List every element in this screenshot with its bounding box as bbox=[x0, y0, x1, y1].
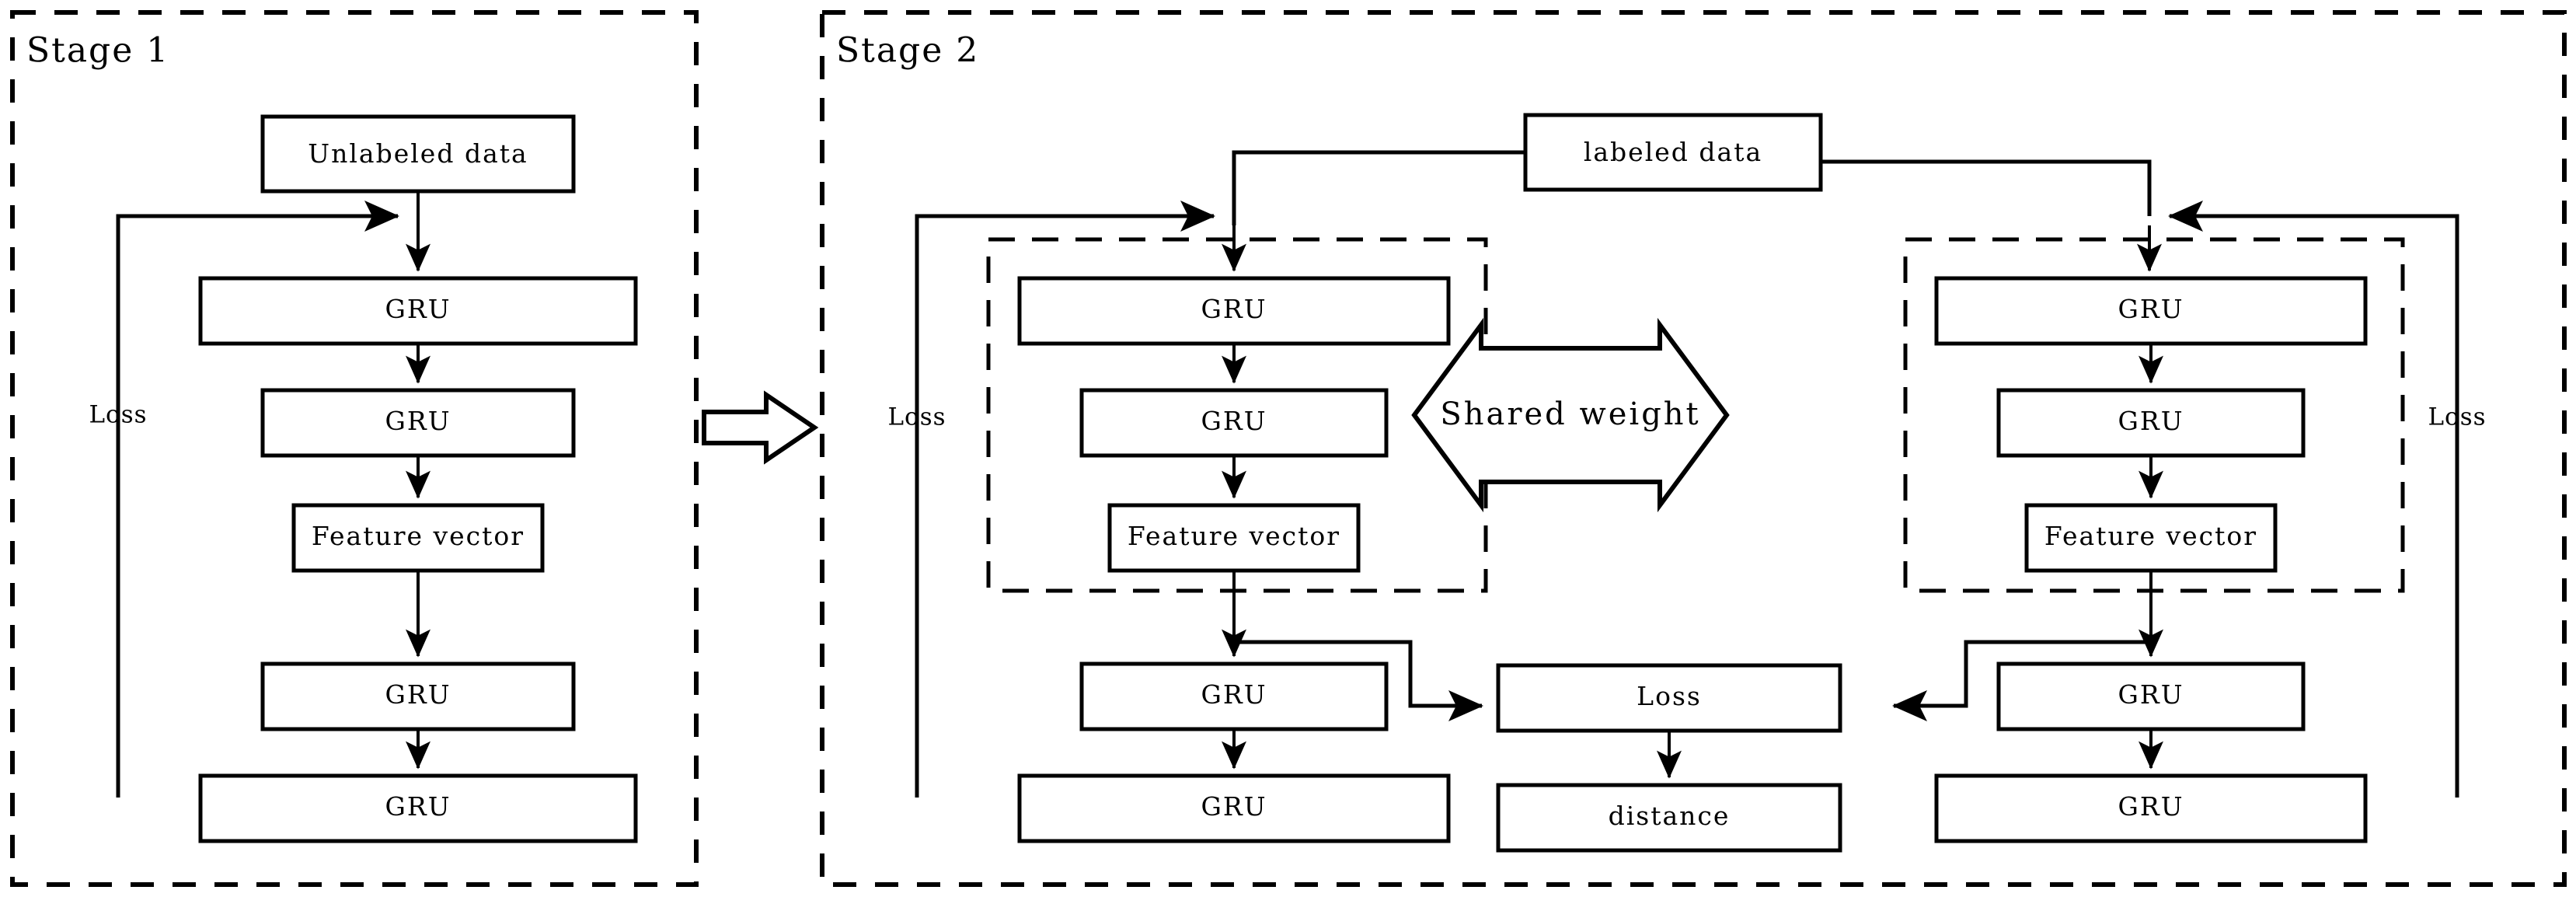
node-stage2-right-gru-3-label: GRU bbox=[2118, 679, 2184, 710]
stage-2-loss-label-left: Loss bbox=[887, 403, 946, 431]
node-stage2-right-gru-4-label: GRU bbox=[2118, 791, 2184, 822]
node-center-loss-label: Loss bbox=[1637, 681, 1702, 711]
node-stage1-feature-vector-label: Feature vector bbox=[312, 521, 525, 551]
node-stage2-left-gru-2[interactable] bbox=[1079, 388, 1389, 458]
node-stage1-gru-4-label: GRU bbox=[385, 791, 451, 822]
node-stage1-gru-1-label: GRU bbox=[385, 294, 451, 324]
node-stage2-right-gru-1[interactable] bbox=[1934, 276, 2368, 346]
node-unlabeled-data-label: Unlabeled data bbox=[308, 138, 528, 169]
node-stage2-right-gru-1-label: GRU bbox=[2118, 294, 2184, 324]
node-stage2-left-gru-3-label: GRU bbox=[1201, 679, 1267, 710]
edge-stage2-right-loss-feedback bbox=[2168, 201, 2459, 798]
node-stage1-gru-3[interactable] bbox=[260, 661, 576, 731]
node-stage2-left-gru-4-label: GRU bbox=[1201, 791, 1267, 822]
edge-labeled-data-to-left-branch bbox=[1232, 150, 1525, 225]
node-stage2-left-gru-1-label: GRU bbox=[1201, 294, 1267, 324]
node-center-distance-label: distance bbox=[1609, 801, 1731, 831]
node-stage2-right-gru-3[interactable] bbox=[1996, 661, 2306, 731]
node-stage2-left-feature-vector-label: Feature vector bbox=[1128, 521, 1340, 551]
edge-left-feature-to-center-loss bbox=[1234, 640, 1483, 721]
node-stage1-gru-4[interactable] bbox=[198, 773, 638, 843]
node-stage2-right-gru-4[interactable] bbox=[1934, 773, 2368, 843]
node-center-distance[interactable] bbox=[1496, 783, 1842, 853]
shared-weight-double-arrow-icon bbox=[1411, 317, 1730, 513]
node-stage2-right-feature-vector[interactable] bbox=[2024, 503, 2278, 573]
node-stage2-left-feature-vector[interactable] bbox=[1107, 503, 1361, 573]
node-labeled-data-label: labeled data bbox=[1584, 137, 1762, 167]
node-stage2-right-feature-vector-label: Feature vector bbox=[2044, 521, 2257, 551]
node-stage2-left-gru-2-label: GRU bbox=[1201, 406, 1267, 436]
edge-labeled-data-to-right-branch bbox=[1821, 159, 2152, 216]
stage-2-right-shared-group bbox=[1903, 237, 2405, 593]
node-stage2-right-gru-2-label: GRU bbox=[2118, 406, 2184, 436]
stage-2-loss-label-right: Loss bbox=[2428, 403, 2486, 431]
stage-2-title: Stage 2 bbox=[836, 31, 979, 71]
stage-2-boundary bbox=[820, 10, 2567, 887]
node-unlabeled-data[interactable] bbox=[260, 114, 576, 194]
edge-stage2-left-loss-feedback bbox=[915, 201, 1215, 798]
node-stage1-gru-3-label: GRU bbox=[385, 679, 451, 710]
edge-stage1-loss-feedback bbox=[116, 201, 399, 798]
node-stage1-gru-2-label: GRU bbox=[385, 406, 451, 436]
node-stage2-left-gru-1[interactable] bbox=[1017, 276, 1451, 346]
stage-1-loss-label: Loss bbox=[89, 401, 147, 429]
shared-weight-label: Shared weight bbox=[1440, 396, 1700, 432]
stage-transition-arrow-icon bbox=[702, 390, 819, 465]
stage-1-boundary bbox=[10, 10, 699, 887]
stage-1-title: Stage 1 bbox=[26, 31, 169, 71]
node-stage2-left-gru-4[interactable] bbox=[1017, 773, 1451, 843]
edge-right-feature-to-center-loss bbox=[1892, 640, 2151, 721]
